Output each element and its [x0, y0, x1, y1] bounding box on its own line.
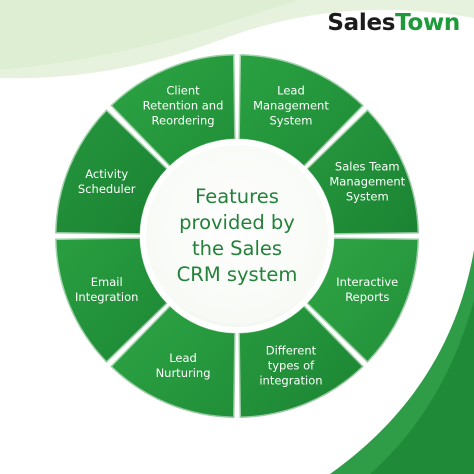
wheel-segment-shading [238, 304, 364, 418]
wheel-segment-shading [305, 109, 419, 235]
wheel-segment-shading [238, 54, 364, 168]
wheel-segment-shading [110, 304, 236, 418]
center-circle [140, 139, 334, 333]
logo-text-primary: Sales [327, 10, 396, 36]
logo-text-accent: Town [395, 10, 460, 36]
wheel-segment-shading [305, 237, 419, 363]
wheel-segment-shading [55, 237, 169, 363]
center-title: Features provided by the Sales CRM syste… [176, 185, 298, 286]
brand-logo: SalesTown [327, 10, 460, 36]
wheel-segment-shading [55, 109, 169, 235]
wheel-segment-shading [110, 54, 236, 168]
